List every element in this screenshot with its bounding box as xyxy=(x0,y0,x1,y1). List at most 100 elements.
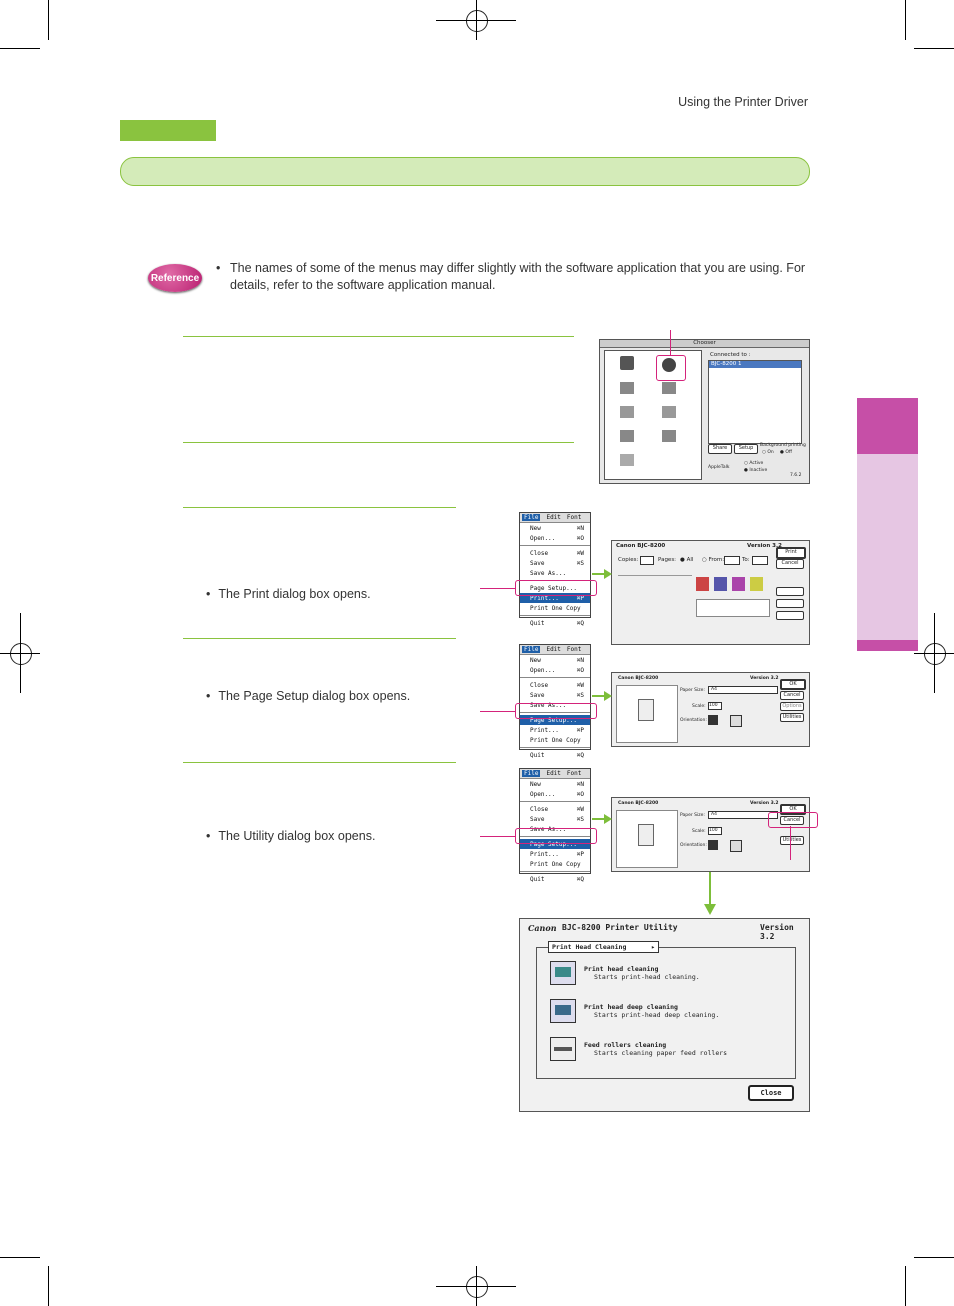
orientation-portrait[interactable] xyxy=(708,715,718,725)
orientation-landscape[interactable] xyxy=(730,715,742,727)
menu-item-quit[interactable]: Quit⌘Q xyxy=(530,875,584,883)
menu-item-open[interactable]: Open...⌘O xyxy=(530,666,584,674)
step-note: •The Page Setup dialog box opens. xyxy=(206,689,411,703)
option-button[interactable] xyxy=(776,587,804,596)
active-option[interactable]: ○ Active xyxy=(744,461,764,466)
menu-item-print[interactable]: Print...⌘P xyxy=(520,593,590,603)
all-option[interactable]: ● All xyxy=(680,557,694,563)
menu-bar: File Edit Font xyxy=(520,645,590,655)
cancel-button[interactable]: Cancel xyxy=(780,816,804,825)
copies-field[interactable] xyxy=(640,556,654,565)
menu-item-new[interactable]: New⌘N xyxy=(530,780,584,788)
menu-font[interactable]: Font xyxy=(566,514,582,521)
dialog-title: Canon BJC-8200 xyxy=(618,676,659,681)
head-cleaning-button[interactable] xyxy=(550,961,576,985)
file-menu: File Edit Font New⌘N Open...⌘O Close⌘W S… xyxy=(519,768,591,883)
print-button[interactable]: Print xyxy=(776,547,806,559)
menu-item-print[interactable]: Print...⌘P xyxy=(530,726,584,734)
share-button[interactable]: Share xyxy=(708,444,732,454)
copies-label: Copies: xyxy=(618,557,639,563)
cancel-button[interactable]: Cancel xyxy=(776,559,804,569)
menu-item-quit[interactable]: Quit⌘Q xyxy=(530,619,584,627)
cancel-button[interactable]: Cancel xyxy=(780,691,804,700)
roller-cleaning-button[interactable] xyxy=(550,1037,576,1061)
option-button[interactable] xyxy=(776,599,804,608)
crop-mark xyxy=(914,1257,954,1258)
version-label: 7.6.2 xyxy=(790,473,802,478)
ok-button[interactable]: OK xyxy=(780,679,806,690)
menu-item-page-setup[interactable]: Page Setup... xyxy=(520,839,590,849)
option-button[interactable] xyxy=(776,611,804,620)
menu-item-quit[interactable]: Quit⌘Q xyxy=(530,751,584,759)
connected-value[interactable]: BJC-8200 1 xyxy=(709,361,801,368)
chapter-tab-end xyxy=(857,640,918,651)
registration-mark xyxy=(10,643,32,665)
registration-mark xyxy=(924,643,946,665)
orientation-landscape[interactable] xyxy=(730,840,742,852)
chapter-tab-body xyxy=(857,454,918,640)
scale-field[interactable]: 100 xyxy=(708,702,722,710)
connected-list[interactable]: BJC-8200 1 xyxy=(708,360,802,444)
orientation-portrait[interactable] xyxy=(708,840,718,850)
menu-item-print-one-copy[interactable]: Print One Copy xyxy=(530,736,581,744)
menu-file[interactable]: File xyxy=(522,514,541,521)
paper-size-select[interactable]: A4 xyxy=(708,686,778,694)
section-title-bar xyxy=(120,157,810,186)
utility-version: Version 3.2 xyxy=(760,923,794,941)
menu-separator xyxy=(520,871,590,872)
function-select[interactable]: Print Head Cleaning▸ xyxy=(548,941,659,953)
menu-item-new[interactable]: New⌘N xyxy=(530,656,584,664)
from-field[interactable] xyxy=(724,556,740,565)
to-field[interactable] xyxy=(752,556,768,565)
menu-edit[interactable]: Edit xyxy=(546,646,561,653)
from-option[interactable]: ○ From: xyxy=(702,557,725,563)
menu-item-close[interactable]: Close⌘W xyxy=(530,549,584,557)
off-option[interactable]: ● Off xyxy=(780,450,793,455)
menu-item-print-one-copy[interactable]: Print One Copy xyxy=(530,604,581,612)
menu-font[interactable]: Font xyxy=(566,770,582,777)
utilities-highlight xyxy=(768,812,818,828)
dialog-version: Version 3.2 xyxy=(750,801,779,806)
menu-item-open[interactable]: Open...⌘O xyxy=(530,790,584,798)
utilities-button[interactable]: Utilities xyxy=(780,836,804,845)
printer-icon xyxy=(620,356,634,370)
setup-button[interactable]: Setup xyxy=(734,444,758,454)
crop-mark xyxy=(905,1266,906,1306)
media-settings xyxy=(618,575,692,626)
paper-size-select[interactable]: A4 xyxy=(708,811,778,819)
menu-edit[interactable]: Edit xyxy=(546,514,561,521)
menu-item-save-as[interactable]: Save As... xyxy=(530,825,567,833)
options-button[interactable]: Options xyxy=(780,702,804,711)
menu-file[interactable]: File xyxy=(522,770,541,777)
menu-item-print-one-copy[interactable]: Print One Copy xyxy=(530,860,581,868)
arrow-right-icon xyxy=(592,691,612,701)
utilities-button[interactable]: Utilities xyxy=(780,713,804,722)
crop-mark xyxy=(0,48,40,49)
menu-file[interactable]: File xyxy=(522,646,541,653)
chapter-tab xyxy=(857,398,918,454)
menu-bar: File Edit Font xyxy=(520,513,590,523)
scale-field[interactable]: 100 xyxy=(708,827,722,835)
close-button[interactable]: Close xyxy=(748,1085,794,1101)
menu-edit[interactable]: Edit xyxy=(546,770,561,777)
menu-item-save[interactable]: Save⌘S xyxy=(530,815,584,823)
menu-item-page-setup[interactable]: Page Setup... xyxy=(520,715,590,725)
menu-item-save[interactable]: Save⌘S xyxy=(530,559,584,567)
menu-item-close[interactable]: Close⌘W xyxy=(530,681,584,689)
menu-item-open[interactable]: Open...⌘O xyxy=(530,534,584,542)
menu-item-page-setup[interactable]: Page Setup... xyxy=(530,584,577,592)
menu-item-print[interactable]: Print...⌘P xyxy=(530,850,584,858)
on-option[interactable]: ○ On xyxy=(762,450,774,455)
printer-icon xyxy=(620,406,634,418)
ok-button[interactable]: OK xyxy=(780,804,806,815)
menu-font[interactable]: Font xyxy=(566,646,582,653)
inactive-option[interactable]: ● Inactive xyxy=(744,468,768,473)
file-menu: File Edit Font New⌘N Open...⌘O Close⌘W S… xyxy=(519,512,591,627)
step-note: •The Print dialog box opens. xyxy=(206,587,371,601)
deep-cleaning-button[interactable] xyxy=(550,999,576,1023)
menu-item-save[interactable]: Save⌘S xyxy=(530,691,584,699)
menu-item-new[interactable]: New⌘N xyxy=(530,524,584,532)
menu-item-close[interactable]: Close⌘W xyxy=(530,805,584,813)
menu-item-save-as[interactable]: Save As... xyxy=(530,569,567,577)
menu-item-save-as[interactable]: Save As... xyxy=(530,701,567,709)
